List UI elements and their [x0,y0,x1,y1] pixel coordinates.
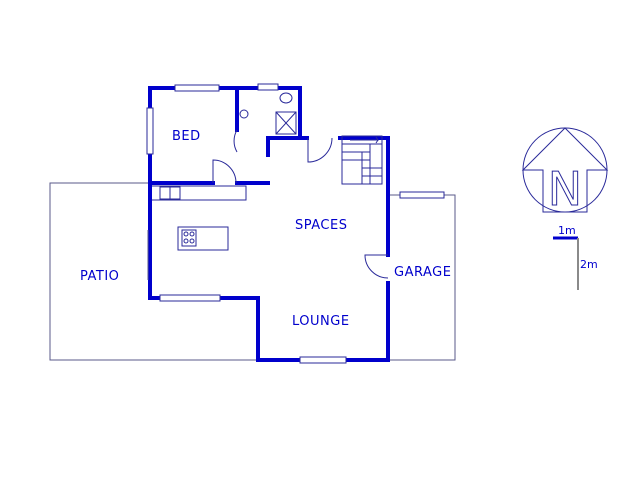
basin-icon [279,92,293,104]
room-label-bed: BED [172,129,201,144]
bathroom-fixtures [239,92,297,135]
scale-bar: 1m 2m [553,224,598,290]
patio-area [49,182,258,361]
window-bed-top [174,84,220,92]
window-garage-top [399,191,445,199]
toilet-icon [239,109,249,119]
window-bath-top [257,83,279,91]
door-garage [364,254,389,279]
scale-label-1m: 1m [558,224,576,237]
windows [146,83,445,364]
scale-label-2m: 2m [580,258,598,271]
door-bed [212,159,237,184]
room-label-patio: PATIO [80,269,119,284]
room-label-lounge: LOUNGE [292,314,350,329]
window-patio-step [159,294,221,302]
kitchen-island [177,226,229,251]
kitchen [152,185,247,251]
door-bath [233,129,238,153]
staircase [341,135,383,185]
window-lounge-bottom [299,356,347,364]
compass-letter: N [548,162,582,216]
room-label-spaces: SPACES [295,218,347,233]
hob-icon [181,229,197,247]
doors [212,129,389,279]
room-label-garage: GARAGE [394,265,451,280]
north-compass-icon: N [521,127,609,217]
door-entry [307,137,333,163]
window-bed-left [146,107,154,155]
shower-icon [275,111,297,135]
